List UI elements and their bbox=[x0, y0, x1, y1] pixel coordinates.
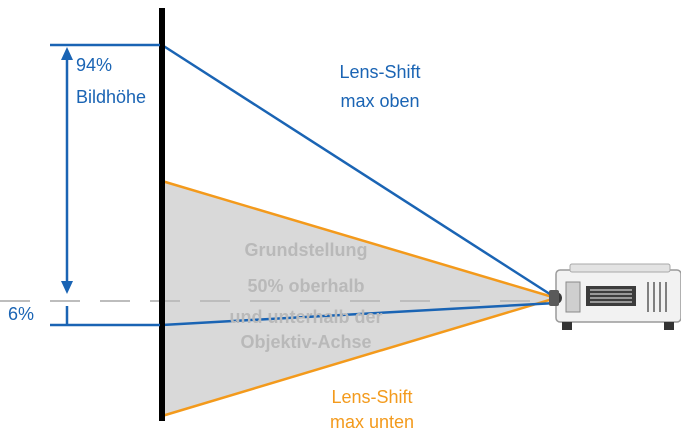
shift-up-upper-ray bbox=[161, 43, 557, 300]
image-height-label: Bildhöhe bbox=[76, 87, 146, 107]
shift-down-lower-ray bbox=[161, 296, 557, 418]
shift-down-upper-ray bbox=[161, 179, 557, 300]
default-projection-area bbox=[162, 181, 556, 416]
percent-top-label: 94% bbox=[76, 55, 112, 75]
height-arrow-up-head bbox=[61, 47, 73, 60]
projector-icon bbox=[549, 263, 681, 330]
default-label-line3: und unterhalb der bbox=[230, 307, 383, 327]
shift-down-label-line1: Lens-Shift bbox=[331, 387, 412, 407]
shift-up-label-line1: Lens-Shift bbox=[339, 62, 420, 82]
default-label-line2: 50% oberhalb bbox=[247, 276, 364, 296]
height-arrow-down-head bbox=[61, 281, 73, 294]
shift-down-label-line2: max unten bbox=[330, 412, 414, 432]
shift-up-lower-ray bbox=[161, 301, 557, 327]
default-label-line1: Grundstellung bbox=[245, 240, 368, 260]
default-label-line4: Objektiv-Achse bbox=[240, 332, 371, 352]
percent-bottom-label: 6% bbox=[8, 304, 34, 324]
shift-up-label-line2: max oben bbox=[340, 91, 419, 111]
